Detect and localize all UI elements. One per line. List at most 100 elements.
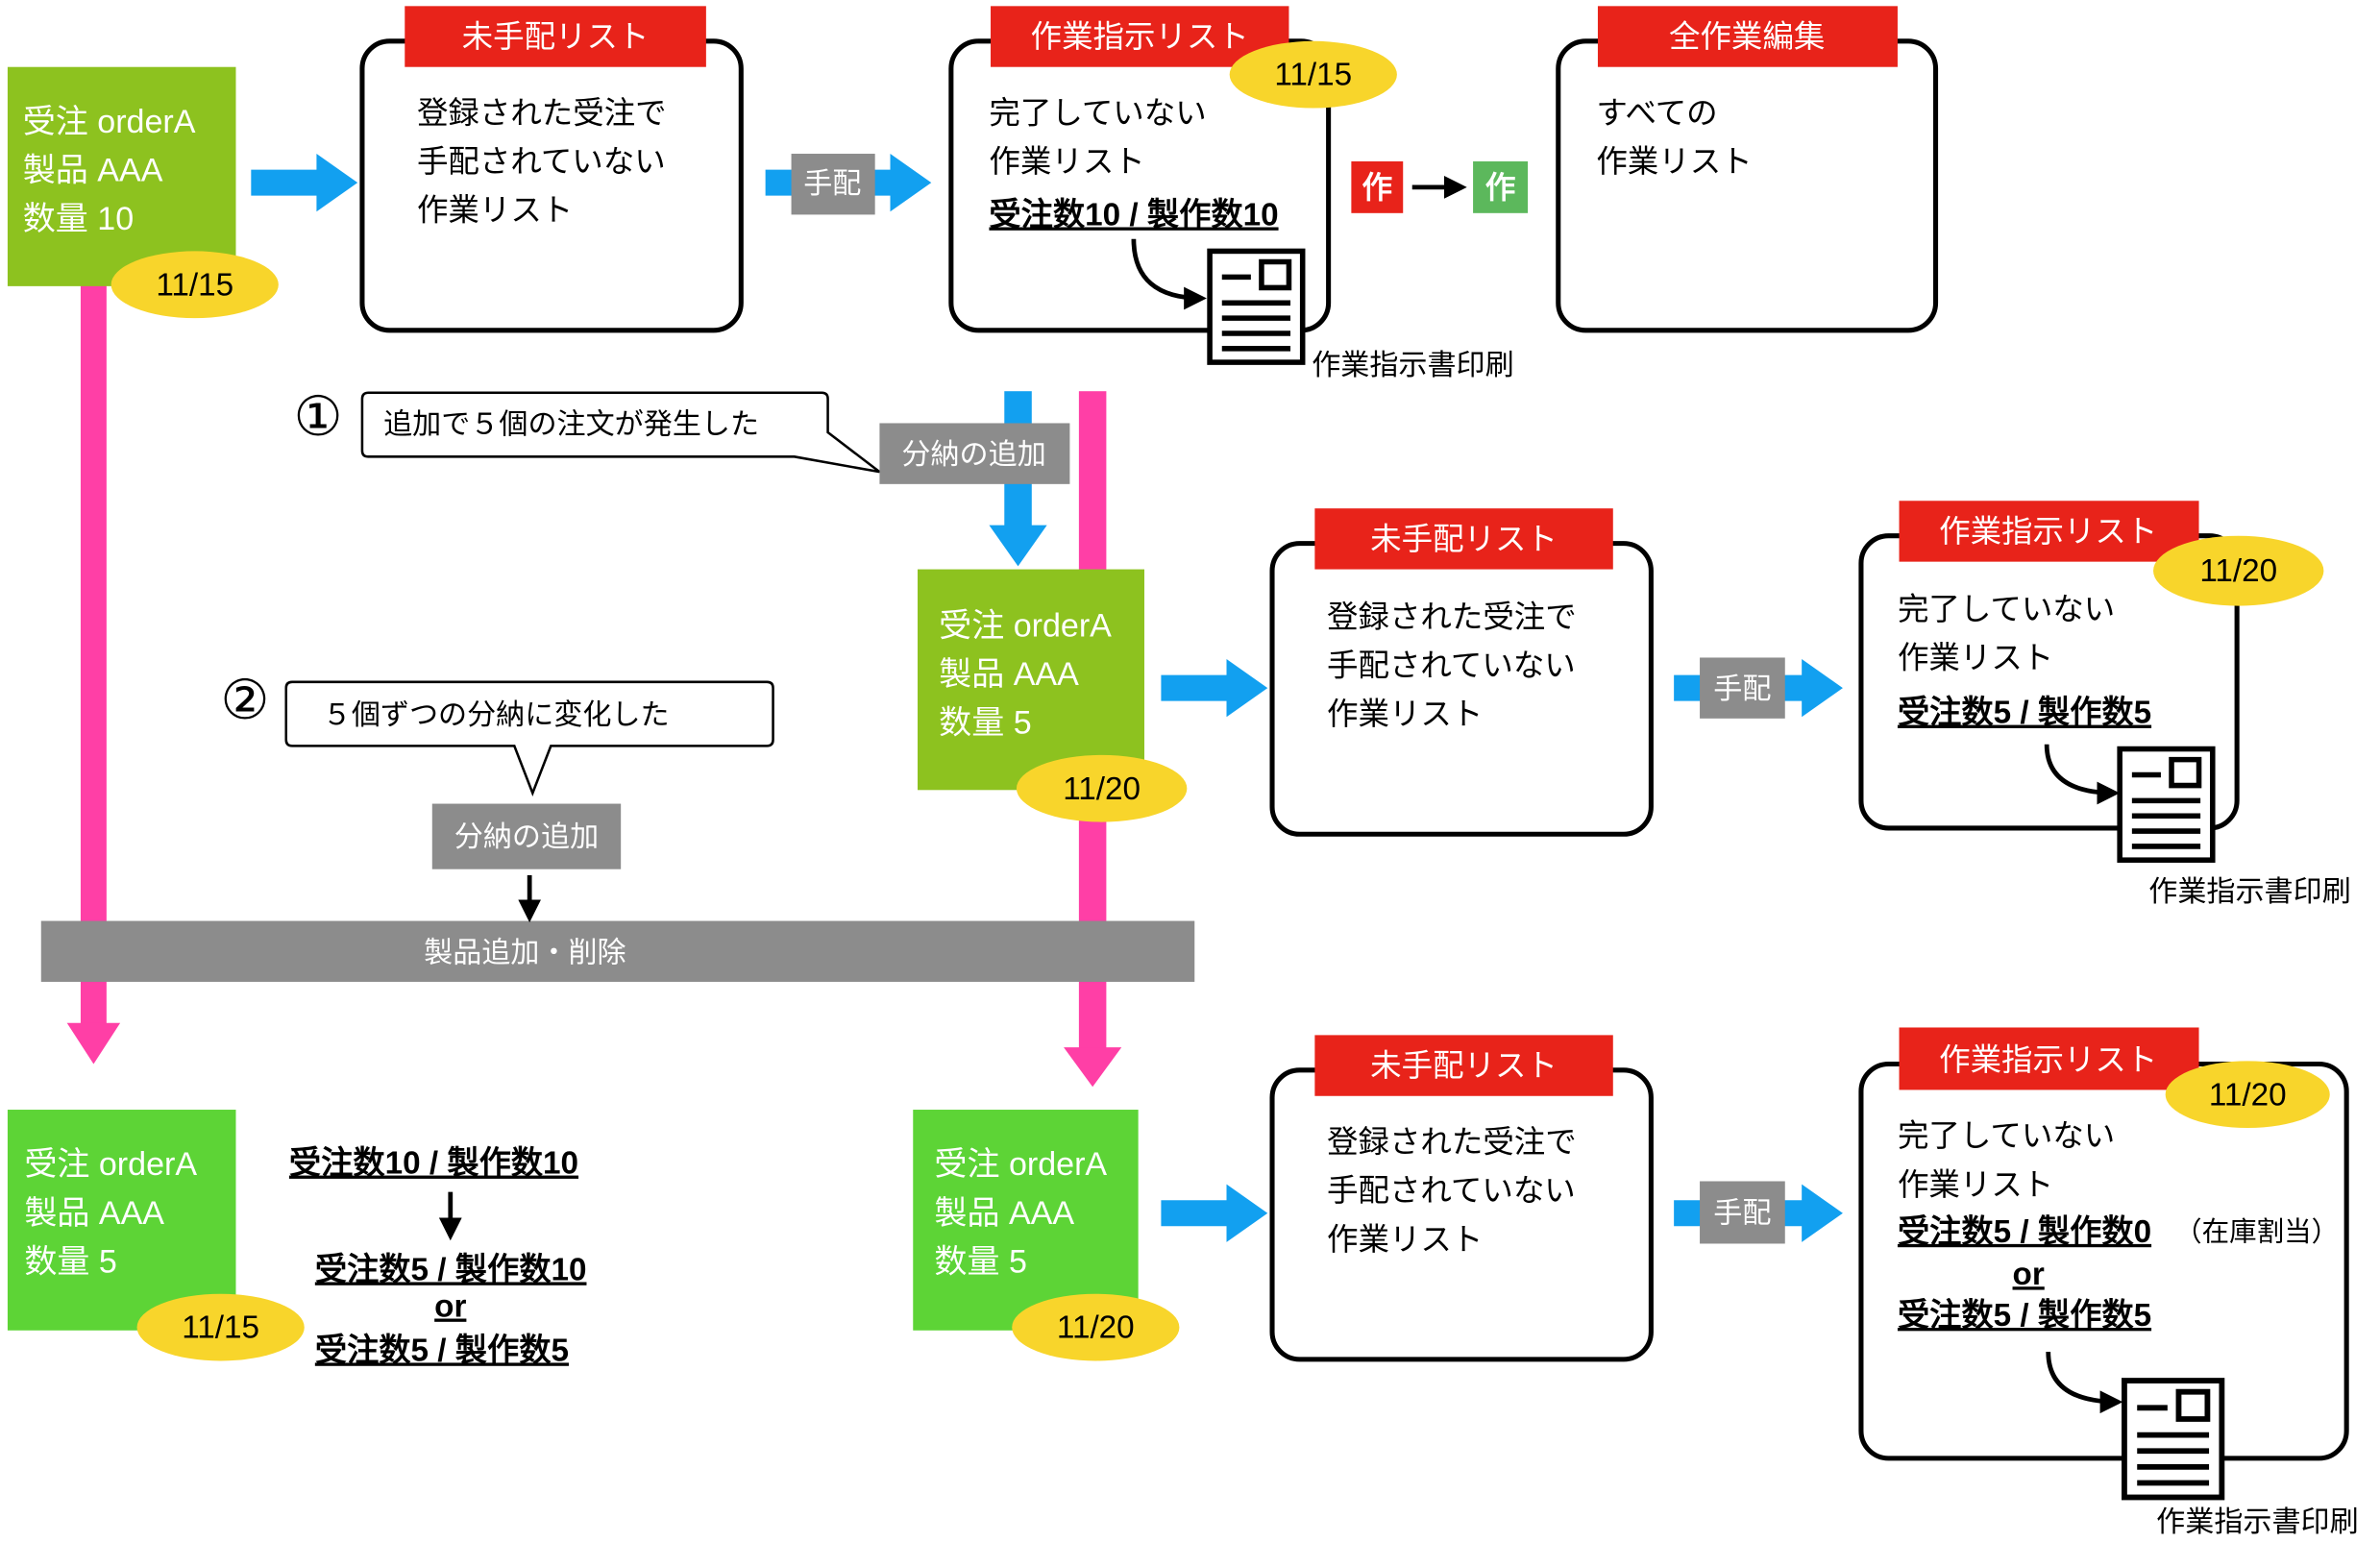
status-in-progress-tag <box>1351 160 1404 213</box>
order-card-line: 数量 5 <box>24 1244 116 1281</box>
original-order-flow-arrow <box>66 282 121 1065</box>
date-badge-label: 11/20 <box>2199 553 2277 589</box>
date-badge <box>136 1293 305 1361</box>
document-paper <box>2122 1378 2225 1501</box>
date-badge-label: 11/20 <box>1063 771 1141 807</box>
date-badge <box>1229 40 1397 109</box>
panel-title: 全作業編集 <box>1669 19 1825 54</box>
panel-text-line: 作業リスト <box>1327 1222 1483 1257</box>
or-separator: or <box>434 1289 466 1325</box>
panel-text-line: 完了していない <box>989 95 1206 130</box>
split-order-flow-head <box>1064 1047 1122 1088</box>
panel-text-line: 完了していない <box>1898 1118 2115 1153</box>
original-order-flow-shaft <box>80 282 107 1025</box>
arrange-step-arrow: 手配 <box>1674 657 1843 719</box>
panel-frame <box>1269 1067 1654 1362</box>
panel-title-tag <box>1597 6 1898 67</box>
status-done-label: 作 <box>1485 170 1516 205</box>
split-add-tag <box>431 803 622 869</box>
panel-title: 未手配リスト <box>1370 1048 1558 1083</box>
step1-marker: ① <box>293 386 342 448</box>
order-card-line: 数量 5 <box>934 1244 1026 1281</box>
print-label: 作業指示書印刷 <box>2156 1506 2359 1538</box>
work-order-list-panel: 作業指示リスト 11/20 完了していない 作業リスト 受注数5 / 製作数0 … <box>1858 1027 2359 1538</box>
product-edit-bar-background <box>40 920 1195 982</box>
step1-callout: 追加で５個の注文が発生した <box>360 391 881 474</box>
print-arrow <box>1131 238 1207 310</box>
document-icon <box>2122 1378 2225 1501</box>
order-card-line: 製品 AAA <box>939 656 1079 693</box>
panel-title: 作業指示リスト <box>1031 19 1249 54</box>
print-label: 作業指示書印刷 <box>1312 350 1514 381</box>
print-label: 作業指示書印刷 <box>2148 876 2351 908</box>
arrange-step-arrow: 手配 <box>765 154 932 215</box>
panel-text-line: 完了していない <box>1898 592 2115 626</box>
document-lines <box>2137 1388 2211 1486</box>
order-card-line: 受注 orderA <box>23 104 196 140</box>
quantity-option-b: 受注数5 / 製作数5 <box>1898 1298 2151 1334</box>
document-icon <box>2117 746 2216 863</box>
step2-callout: ５個ずつの分納に変化した <box>284 680 774 796</box>
date-badge-label: 11/20 <box>1057 1310 1135 1346</box>
order-card-line: 数量 5 <box>939 705 1031 742</box>
panel-title-tag <box>991 6 1289 67</box>
order-card-line: 製品 AAA <box>24 1195 164 1232</box>
callout-bubble <box>360 391 881 474</box>
order-card-line: 製品 AAA <box>934 1195 1074 1232</box>
flow-arrow-right <box>1161 659 1268 718</box>
order-card-background <box>913 1110 1139 1331</box>
unassigned-list-panel: 未手配リスト 登録された受注で 手配されていない 作業リスト <box>359 6 744 333</box>
panel-text-line: 作業リスト <box>1327 697 1483 731</box>
quantity-summary: 受注数5 / 製作数5 <box>1898 696 2151 731</box>
work-order-list-panel: 作業指示リスト 11/15 完了していない 作業リスト 受注数10 / 製作数1… <box>948 6 1514 381</box>
status-in-progress-label: 作 <box>1362 170 1392 205</box>
order-card-background <box>7 1110 236 1331</box>
date-badge-label: 11/15 <box>1274 58 1352 93</box>
panel-text-line: すべての <box>1596 95 1717 130</box>
panel-title-tag <box>1314 1035 1613 1096</box>
date-badge-label: 11/15 <box>156 267 233 303</box>
split-add-label: 分納の追加 <box>901 439 1045 471</box>
quantity-after-option-b: 受注数5 / 製作数5 <box>315 1333 569 1368</box>
order-card-initial: 受注 orderA 製品 AAA 数量 10 11/15 <box>7 66 279 319</box>
panel-title: 作業指示リスト <box>1939 514 2157 549</box>
panel-text-line: 手配されていない <box>1327 1173 1576 1208</box>
date-badge <box>110 251 279 319</box>
split-add-tag <box>879 423 1070 484</box>
panel-text-line: 作業リスト <box>1898 641 2053 675</box>
arrange-step-arrow: 手配 <box>1674 1181 1843 1244</box>
arrange-step-label: 手配 <box>1713 1197 1771 1229</box>
panel-text-line: 作業リスト <box>989 144 1144 179</box>
order-card-split-updated: 受注 orderA 製品 AAA 数量 5 11/20 <box>913 1110 1180 1361</box>
unassigned-list-panel: 未手配リスト 登録された受注で 手配されていない 作業リスト <box>1269 1035 1654 1362</box>
flow-arrow-right <box>1161 1184 1268 1242</box>
original-order-flow-head <box>66 1022 121 1065</box>
callout-bubble <box>284 680 774 796</box>
status-change: 作 作 <box>1351 160 1529 213</box>
panel-text-line: 手配されていない <box>1327 648 1576 682</box>
document-lines <box>1221 258 1292 352</box>
split-add-label: 分納の追加 <box>454 821 599 853</box>
quantity-after-option-a: 受注数5 / 製作数10 <box>315 1252 587 1287</box>
unassigned-list-panel: 未手配リスト 登録された受注で 手配されていない 作業リスト <box>1269 508 1654 837</box>
arrange-step-label: 手配 <box>803 168 861 200</box>
date-badge <box>1012 1293 1180 1361</box>
work-order-list-panel: 作業指示リスト 11/20 完了していない 作業リスト 受注数5 / 製作数5 … <box>1858 501 2351 908</box>
date-badge-label: 11/20 <box>2209 1077 2287 1113</box>
panel-title-tag <box>1314 508 1613 570</box>
split-delivery-head <box>989 525 1047 567</box>
panel-text-line: 登録された受注で <box>1327 600 1577 634</box>
panel-text-line: 登録された受注で <box>1327 1124 1577 1159</box>
panel-title-tag <box>1899 501 2199 562</box>
order-card-split: 受注 orderA 製品 AAA 数量 5 11/20 <box>918 569 1188 822</box>
date-badge <box>2153 535 2324 606</box>
panel-frame <box>359 38 744 333</box>
date-badge-label: 11/15 <box>182 1310 259 1346</box>
panel-frame <box>1269 541 1654 837</box>
date-badge <box>1016 754 1188 822</box>
panel-text-line: 作業リスト <box>1898 1167 2053 1202</box>
panel-text-line: 作業リスト <box>1596 144 1752 179</box>
status-done-tag <box>1473 160 1529 213</box>
panel-title: 作業指示リスト <box>1939 1042 2157 1077</box>
